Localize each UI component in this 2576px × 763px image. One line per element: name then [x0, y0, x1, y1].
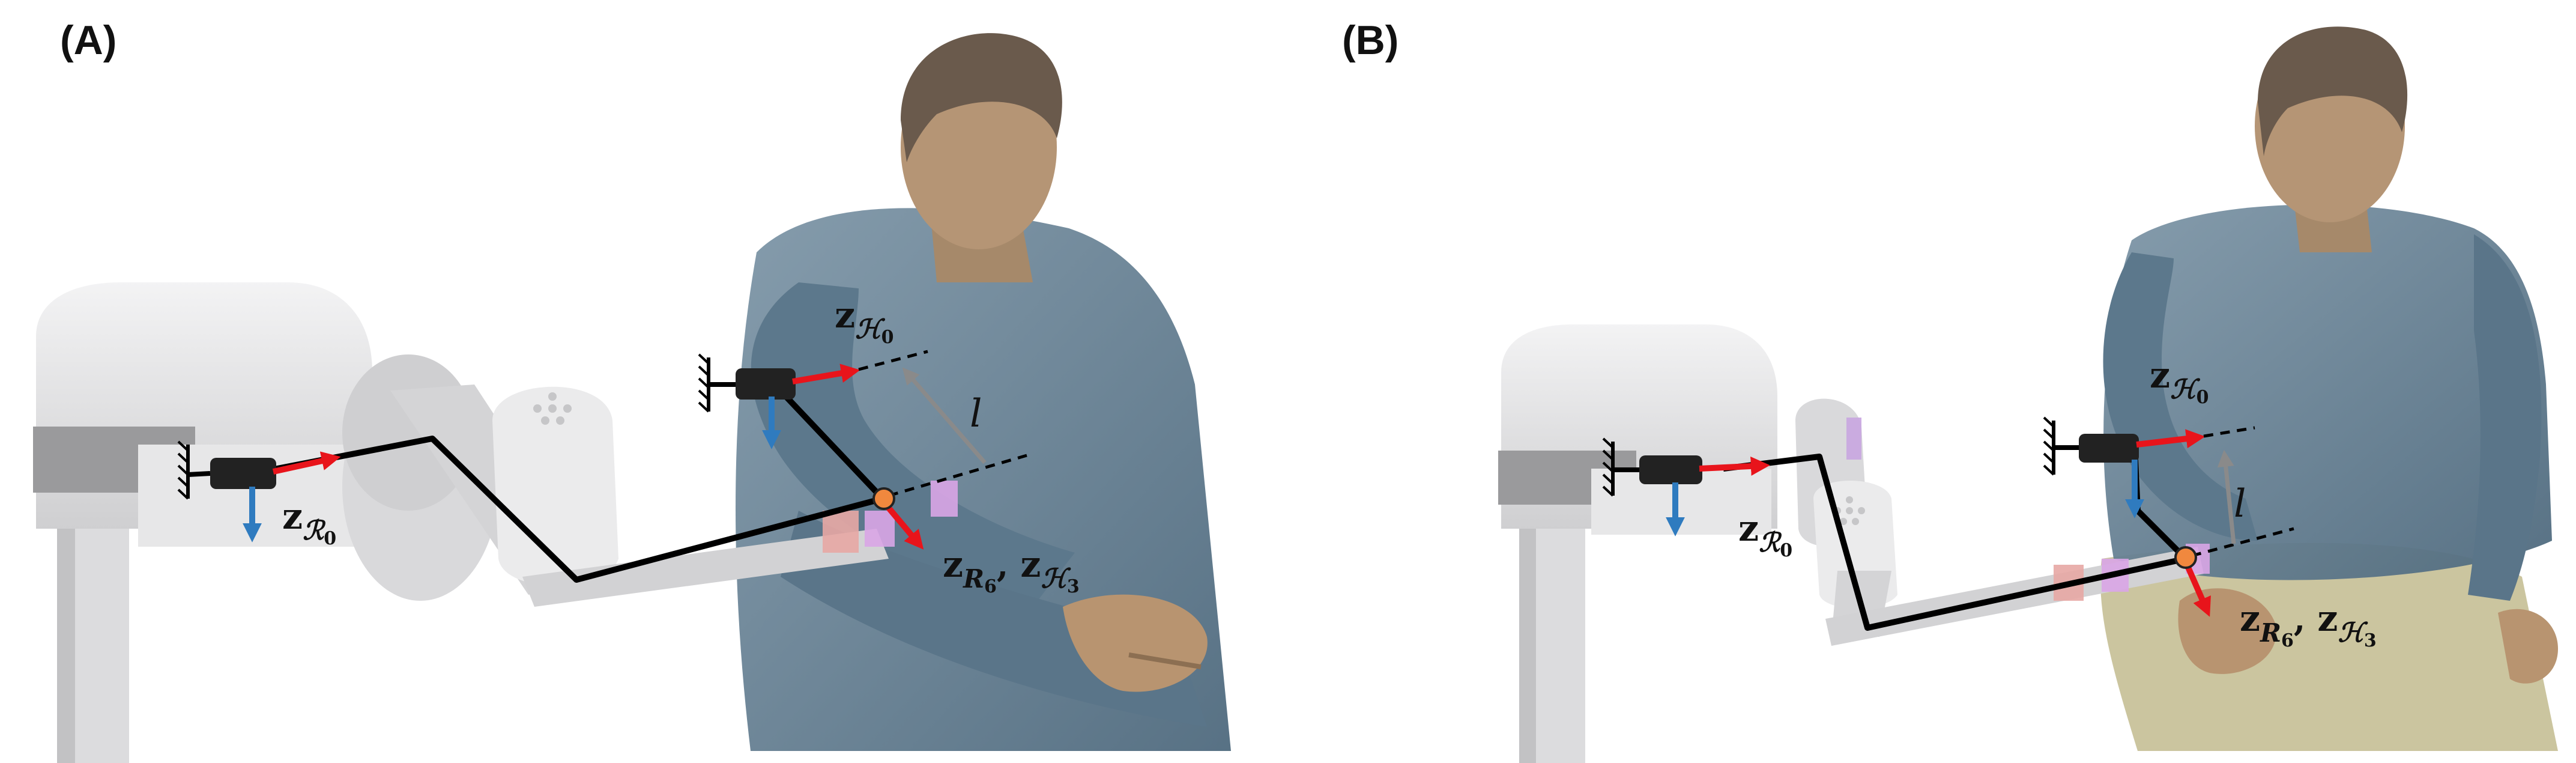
robot-motor-a: [492, 386, 618, 586]
wrist-joint-a: [872, 487, 895, 510]
robot-base-anchor-a: [177, 440, 211, 500]
kinematic-chain-b: [1602, 416, 2294, 631]
z-r0-red-arrow-a: [272, 451, 341, 475]
wrist-joint-b: [2174, 546, 2197, 569]
robot-base-joint-a: [210, 458, 276, 489]
length-l-label-b: l: [2234, 482, 2246, 526]
z-r6-red-arrow-a: [881, 500, 924, 550]
right-arm-b: [2103, 252, 2258, 541]
panel-b: (B): [1342, 17, 2558, 763]
left-arm-b: [2468, 234, 2542, 601]
z-h0-dashed-a: [858, 350, 928, 371]
length-l-label-a: l: [970, 392, 982, 436]
z-h0-red-arrow-b: [2136, 429, 2206, 449]
panel-a-label: (A): [60, 17, 116, 63]
cuff-pink-a: [823, 511, 859, 553]
z-r0-red-arrow-b: [1699, 456, 1770, 476]
motor-vent-a: [533, 392, 572, 425]
labels-b: zℋ0 l zℛ0 zR6,zℋ3: [1738, 354, 2377, 651]
panel-b-label: (B): [1342, 17, 1398, 63]
robot-base-joint-b: [1639, 455, 1702, 484]
motor-vent-b: [1834, 496, 1865, 525]
z-h3-dashed-a: [888, 454, 1027, 497]
human-figure-a: [736, 33, 1231, 751]
labels-a: zℋ0 l zℛ0 zR6,zℋ3: [282, 294, 1080, 597]
human-shoulder-joint-a: [736, 368, 796, 400]
human-link-line-a: [772, 382, 885, 501]
z-h0-red-arrow-a: [792, 363, 860, 385]
hand-right-b: [2498, 609, 2558, 684]
z-r6-red-arrow-b: [2183, 560, 2211, 617]
z-h0-dashed-b: [2203, 426, 2255, 438]
z-r0-label-a: zℛ0: [282, 496, 336, 549]
hair-a: [901, 33, 1062, 162]
z-h3-dashed-b: [2191, 527, 2294, 558]
robot-link2-a: [522, 529, 889, 607]
kinematic-chain-a: [177, 350, 1027, 583]
robot-b: [1498, 324, 2210, 763]
human-base-anchor-a: [698, 353, 736, 413]
robot-link-line-b: [1723, 454, 2187, 631]
z-r6-h3-label-b: zR6,zℋ3: [2240, 598, 2377, 651]
robot-base-anchor-b: [1602, 437, 1639, 497]
upper-arm-a: [751, 282, 1075, 607]
length-l-arrow-b: [2217, 449, 2236, 544]
human-base-anchor-b: [2043, 416, 2079, 476]
human-shoulder-joint-b: [2079, 434, 2139, 463]
hair-b: [2258, 26, 2408, 156]
panel-a: (A): [33, 17, 1231, 763]
hand-a: [1063, 594, 1208, 692]
z-r0-label-b: zℛ0: [1738, 508, 1792, 561]
z-h0-label-b: zℋ0: [2150, 354, 2209, 408]
length-l-arrow-a: [902, 367, 987, 464]
z-r6-h3-label-a: zR6,zℋ3: [943, 544, 1080, 597]
z-h0-label-a: zℋ0: [835, 294, 893, 348]
